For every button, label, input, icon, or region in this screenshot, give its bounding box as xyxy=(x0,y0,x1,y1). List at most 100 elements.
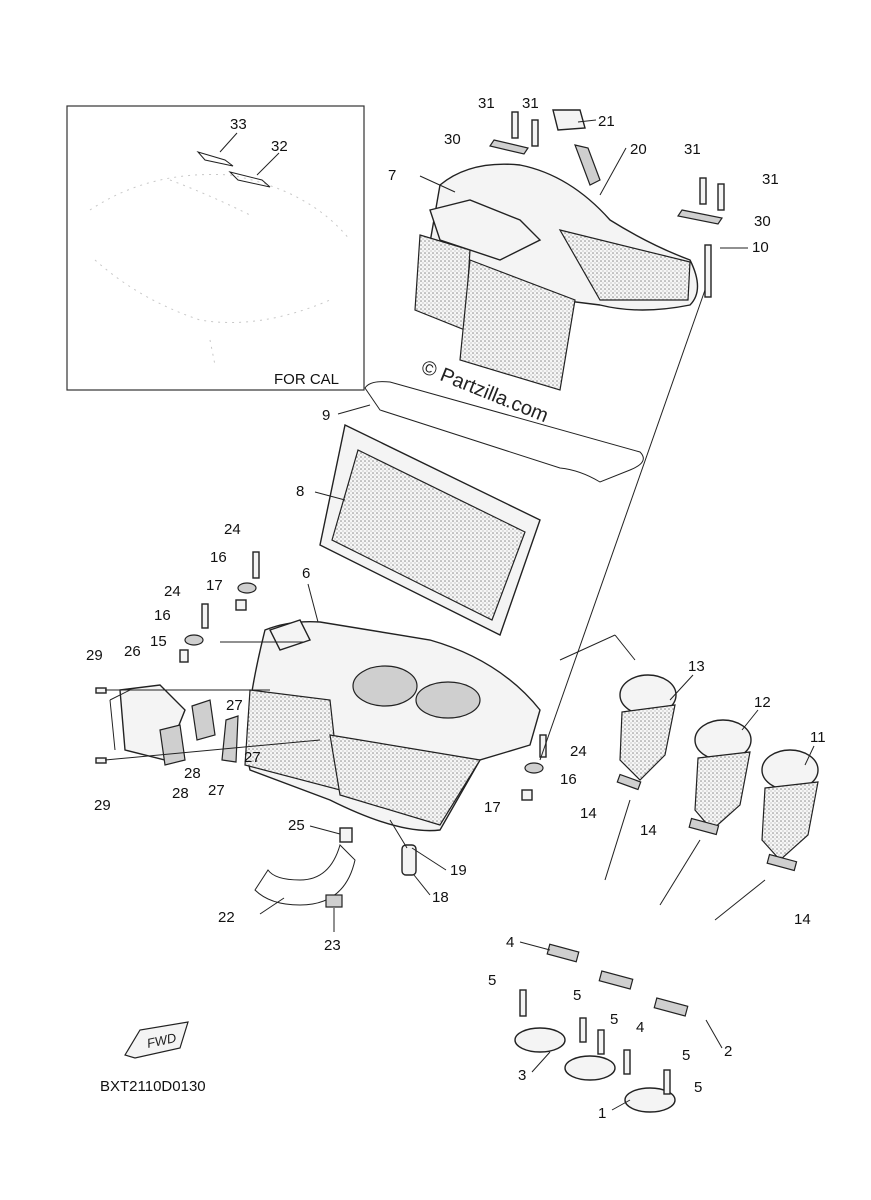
callout-29b: 29 xyxy=(94,797,111,814)
fwd-label: FWD xyxy=(146,1030,178,1051)
part-25-clip xyxy=(339,827,353,843)
inset-caption: FOR CAL xyxy=(274,371,339,388)
funnel-right xyxy=(459,259,576,391)
guide-13b xyxy=(614,634,636,661)
part-16-grommet-a xyxy=(237,582,257,594)
callout-13: 13 xyxy=(688,658,705,675)
callout-24b: 24 xyxy=(164,583,181,600)
part-13-duct xyxy=(619,674,677,781)
filter-mesh xyxy=(331,449,526,621)
part-24-bolt-c xyxy=(539,734,547,758)
part-17-collar-a xyxy=(235,599,247,611)
callout-12: 12 xyxy=(754,694,771,711)
part-23-clip xyxy=(325,894,343,908)
callout-18: 18 xyxy=(432,889,449,906)
leader-3 xyxy=(531,1051,551,1073)
part-4-clamp-a xyxy=(546,943,580,963)
small-hardware xyxy=(95,109,725,801)
callout-5b: 5 xyxy=(573,987,581,1004)
callout-4a: 4 xyxy=(506,934,514,951)
assembly-guide-lines xyxy=(104,289,766,921)
duct-11-body xyxy=(761,781,819,861)
case-cover-lid xyxy=(429,199,542,261)
part-8-filter-element xyxy=(319,423,541,636)
guide-14a xyxy=(604,799,631,881)
callout-5e: 5 xyxy=(694,1079,702,1096)
leader-21 xyxy=(577,119,597,123)
callout-14b: 14 xyxy=(640,822,657,839)
part-18-drain xyxy=(401,844,417,876)
part-30-plate-a xyxy=(489,139,529,155)
case-front-mesh xyxy=(329,734,481,826)
callout-14a: 14 xyxy=(580,805,597,822)
guide-10 xyxy=(539,289,706,761)
part-3-joint xyxy=(514,1027,566,1053)
part-12-duct xyxy=(694,719,752,831)
part-4-clamp-b xyxy=(598,970,634,990)
part-24-bolt-b xyxy=(201,603,209,629)
callout-31d: 31 xyxy=(762,171,779,188)
callout-4b: 4 xyxy=(636,1019,644,1036)
leader-8 xyxy=(314,491,346,501)
part-14-clamp-a xyxy=(616,773,642,791)
leader-2 xyxy=(705,1019,723,1049)
callout-16b: 16 xyxy=(154,607,171,624)
part-5-bolt-c xyxy=(597,1029,605,1055)
callout-15: 15 xyxy=(150,633,167,650)
part-6-case xyxy=(244,619,541,832)
callout-29a: 29 xyxy=(86,647,103,664)
leader-33 xyxy=(219,132,238,153)
callout-6: 6 xyxy=(302,565,310,582)
callout-23: 23 xyxy=(324,937,341,954)
callout-16a: 16 xyxy=(210,549,227,566)
callout-27a: 27 xyxy=(226,697,243,714)
guide-18 xyxy=(389,819,408,849)
part-31-bolt-d xyxy=(717,183,725,211)
funnel-left xyxy=(414,234,471,331)
guide-29b xyxy=(104,739,321,761)
callout-27b: 27 xyxy=(208,782,225,799)
inset-part-33 xyxy=(196,151,234,167)
part-27-pad-b xyxy=(221,715,239,763)
callout-5d: 5 xyxy=(682,1047,690,1064)
leader-25 xyxy=(309,825,341,835)
part-1-joint xyxy=(624,1087,676,1113)
case-cover-rim xyxy=(558,229,691,301)
leader-18 xyxy=(413,874,431,896)
inset-ghost-outline xyxy=(89,173,351,241)
part-9-gasket xyxy=(364,381,644,483)
callout-11: 11 xyxy=(810,729,826,746)
callout-24c: 24 xyxy=(570,743,587,760)
part-5-bolt-b xyxy=(579,1017,587,1043)
callout-22: 22 xyxy=(218,909,235,926)
leader-19 xyxy=(411,847,447,871)
part-29-screw-a xyxy=(95,687,107,694)
inset-part-32 xyxy=(228,171,271,188)
leader-4a xyxy=(519,941,551,951)
callout-28b: 28 xyxy=(172,785,189,802)
callout-30a: 30 xyxy=(444,131,461,148)
case-port-2 xyxy=(415,681,481,719)
inset-ghost-outline-2 xyxy=(94,259,331,323)
leader-11 xyxy=(804,745,815,766)
inset-frame xyxy=(66,105,365,391)
callout-16c: 16 xyxy=(560,771,577,788)
leader-7 xyxy=(419,175,456,193)
part-28-piece xyxy=(159,724,186,766)
leader-9 xyxy=(337,404,371,415)
callout-31b: 31 xyxy=(522,95,539,112)
case-side-mesh xyxy=(244,689,341,791)
part-20-hose xyxy=(574,144,601,186)
callout-3: 3 xyxy=(518,1067,526,1084)
callout-28a: 28 xyxy=(184,765,201,782)
part-31-bolt-a xyxy=(511,111,519,139)
part-21-cap xyxy=(552,109,586,131)
leader-32 xyxy=(256,152,280,176)
callouts: 1 2 3 4 4 5 5 5 5 5 6 7 8 9 10 11 12 13 … xyxy=(86,95,826,1122)
part-5-bolt-e xyxy=(663,1069,671,1095)
callout-26: 26 xyxy=(124,643,141,660)
bracket-wire xyxy=(109,689,131,751)
intake-joints xyxy=(514,943,689,1113)
callout-31c: 31 xyxy=(684,141,701,158)
